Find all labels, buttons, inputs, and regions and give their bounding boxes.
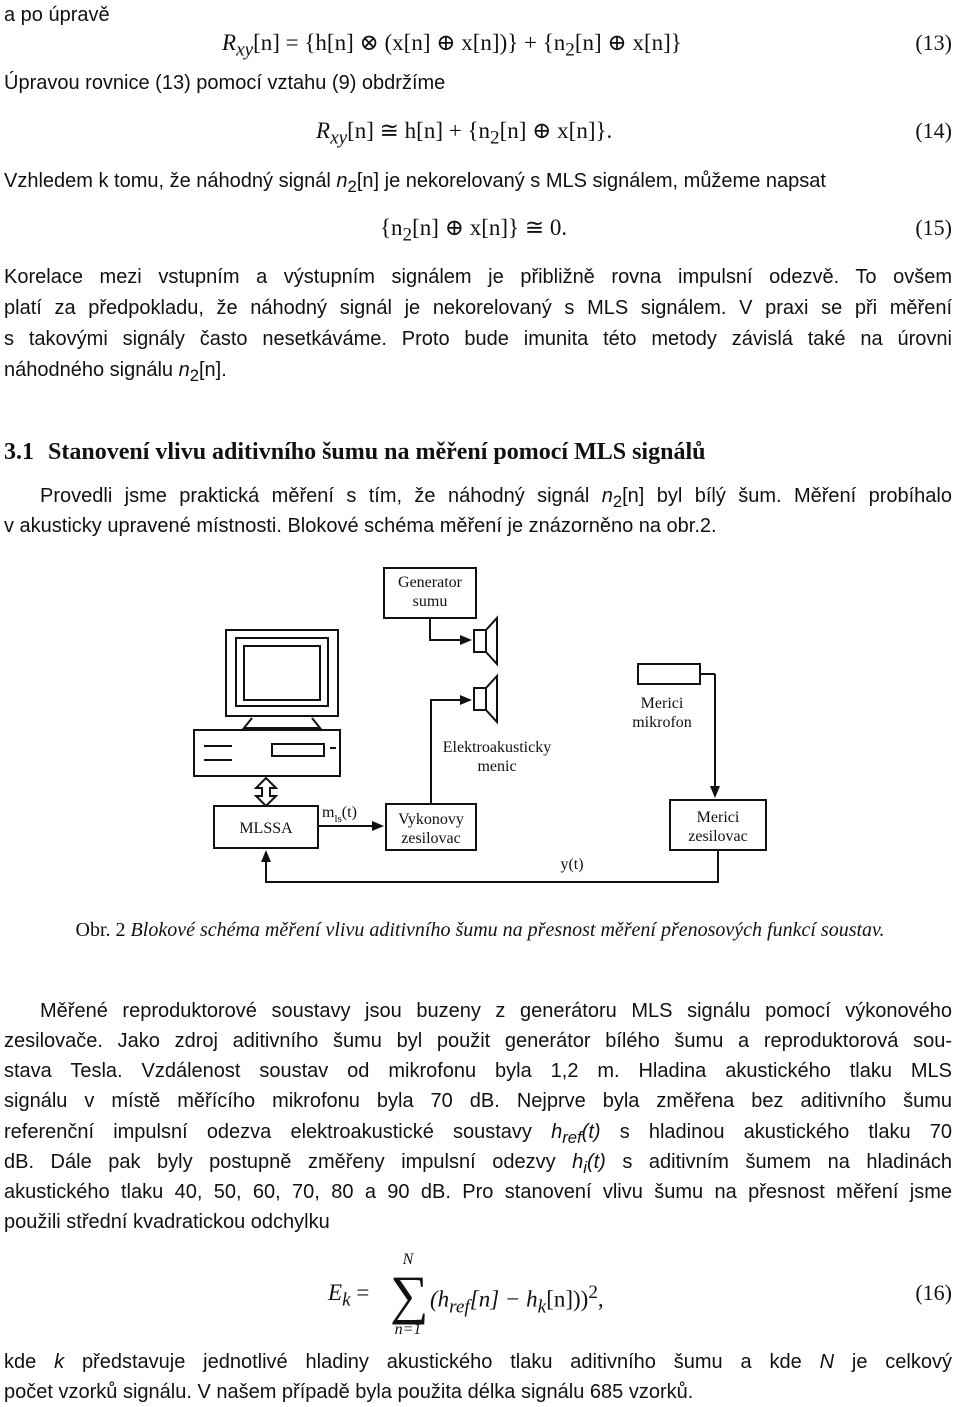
paragraph-method-line-1: Měřené reproduktorové soustavy jsou buze… bbox=[40, 1000, 952, 1022]
power-amplifier-label-1: Vykonovy bbox=[398, 811, 464, 828]
paragraph-method-line-8: použili střední kvadratickou odchylku bbox=[4, 1211, 330, 1233]
paragraph-corr-line-4: náhodného signálu n2[n]. bbox=[4, 359, 227, 385]
microphone-icon bbox=[637, 663, 701, 685]
equation-16: Ek = N ∑ n=1 (href[n] − hk[n]))2, bbox=[328, 1251, 604, 1338]
paragraph-final-line-1: kde k představuje jednotlivé hladiny aku… bbox=[4, 1351, 952, 1373]
output-signal-label: y(t) bbox=[560, 856, 583, 873]
measuring-amplifier-label-1: Merici bbox=[697, 809, 740, 826]
power-amplifier-label-2: zesilovac bbox=[401, 830, 461, 847]
paragraph-method-line-7: akustického tlaku 40, 50, 60, 70, 80 a 9… bbox=[4, 1181, 952, 1203]
generator-label-1: Generator bbox=[398, 574, 463, 591]
paragraph-edit: Úpravou rovnice (13) pomocí vztahu (9) o… bbox=[4, 72, 446, 94]
mic-label-1: Merici bbox=[641, 695, 684, 712]
figure-caption: Obr. 2 Blokové schéma měření vlivu aditi… bbox=[75, 919, 885, 941]
paragraph-final-line-2: počet vzorků signálu. V našem případě by… bbox=[4, 1381, 694, 1403]
speaker-icon-noise bbox=[473, 615, 498, 667]
paragraph-method-line-3: stava Tesla. Vzdálenost soustav od mikro… bbox=[4, 1060, 952, 1082]
paragraph-method-line-2: zesilovače. Jako zdroj aditivního šumu b… bbox=[4, 1030, 952, 1052]
paragraph-corr-line-2: platí za předpokladu, že náhodný signál … bbox=[4, 297, 952, 319]
equation-13: Rxy[n] = {h[n] ⊗ (x[n] ⊕ x[n])} + {n2[n]… bbox=[222, 30, 682, 61]
paragraph-meas-line-2: v akusticky upravené místnosti. Blokové … bbox=[4, 515, 717, 537]
amplifier-to-speaker-arrow bbox=[430, 695, 472, 804]
generator-label-2: sumu bbox=[413, 593, 448, 610]
bidirectional-arrow-icon bbox=[253, 776, 279, 808]
equation-16-number: (16) bbox=[915, 1280, 952, 1305]
block-diagram: Generator sumu Elektroakusticky menic Me… bbox=[193, 567, 767, 883]
measuring-amplifier-label-2: zesilovac bbox=[688, 828, 748, 845]
mlssa-label: MLSSA bbox=[239, 820, 293, 837]
paragraph-meas-line-1: Provedli jsme praktická měření s tím, že… bbox=[40, 485, 952, 511]
elektro-label-2: menic bbox=[477, 758, 516, 775]
intro-text: a po úpravě bbox=[4, 4, 110, 26]
generator-to-speaker-arrow bbox=[429, 618, 472, 645]
mls-signal-label: mls(t) bbox=[322, 804, 357, 825]
paragraph-corr-line-3: s takovými signály často nesetkáváme. Pr… bbox=[4, 328, 952, 350]
paragraph-method-line-5: referenční impulsní odezva elektroakusti… bbox=[4, 1121, 953, 1147]
paragraph-method-line-4: signálu v místě měřícího mikrofonu byla … bbox=[4, 1090, 952, 1112]
paragraph-corr-line-1: Korelace mezi vstupním a výstupním signá… bbox=[4, 266, 952, 288]
paragraph-noise: Vzhledem k tomu, že náhodný signál n2[n]… bbox=[4, 170, 826, 196]
mic-label-2: mikrofon bbox=[632, 714, 692, 731]
computer-icon bbox=[193, 629, 341, 777]
equation-15-number: (15) bbox=[915, 215, 952, 240]
equation-14-number: (14) bbox=[915, 118, 952, 143]
feedback-arrow bbox=[261, 850, 719, 883]
elektro-label-1: Elektroakusticky bbox=[443, 739, 551, 756]
equation-14: Rxy[n] ≅ h[n] + {n2[n] ⊕ x[n]}. bbox=[316, 118, 613, 149]
equation-13-number: (13) bbox=[915, 30, 952, 55]
speaker-icon-test bbox=[473, 673, 498, 725]
equation-15: {n2[n] ⊕ x[n]} ≅ 0. bbox=[380, 215, 568, 246]
paragraph-method-line-6: dB. Dále pak byly postupně změřeny impul… bbox=[4, 1151, 953, 1177]
